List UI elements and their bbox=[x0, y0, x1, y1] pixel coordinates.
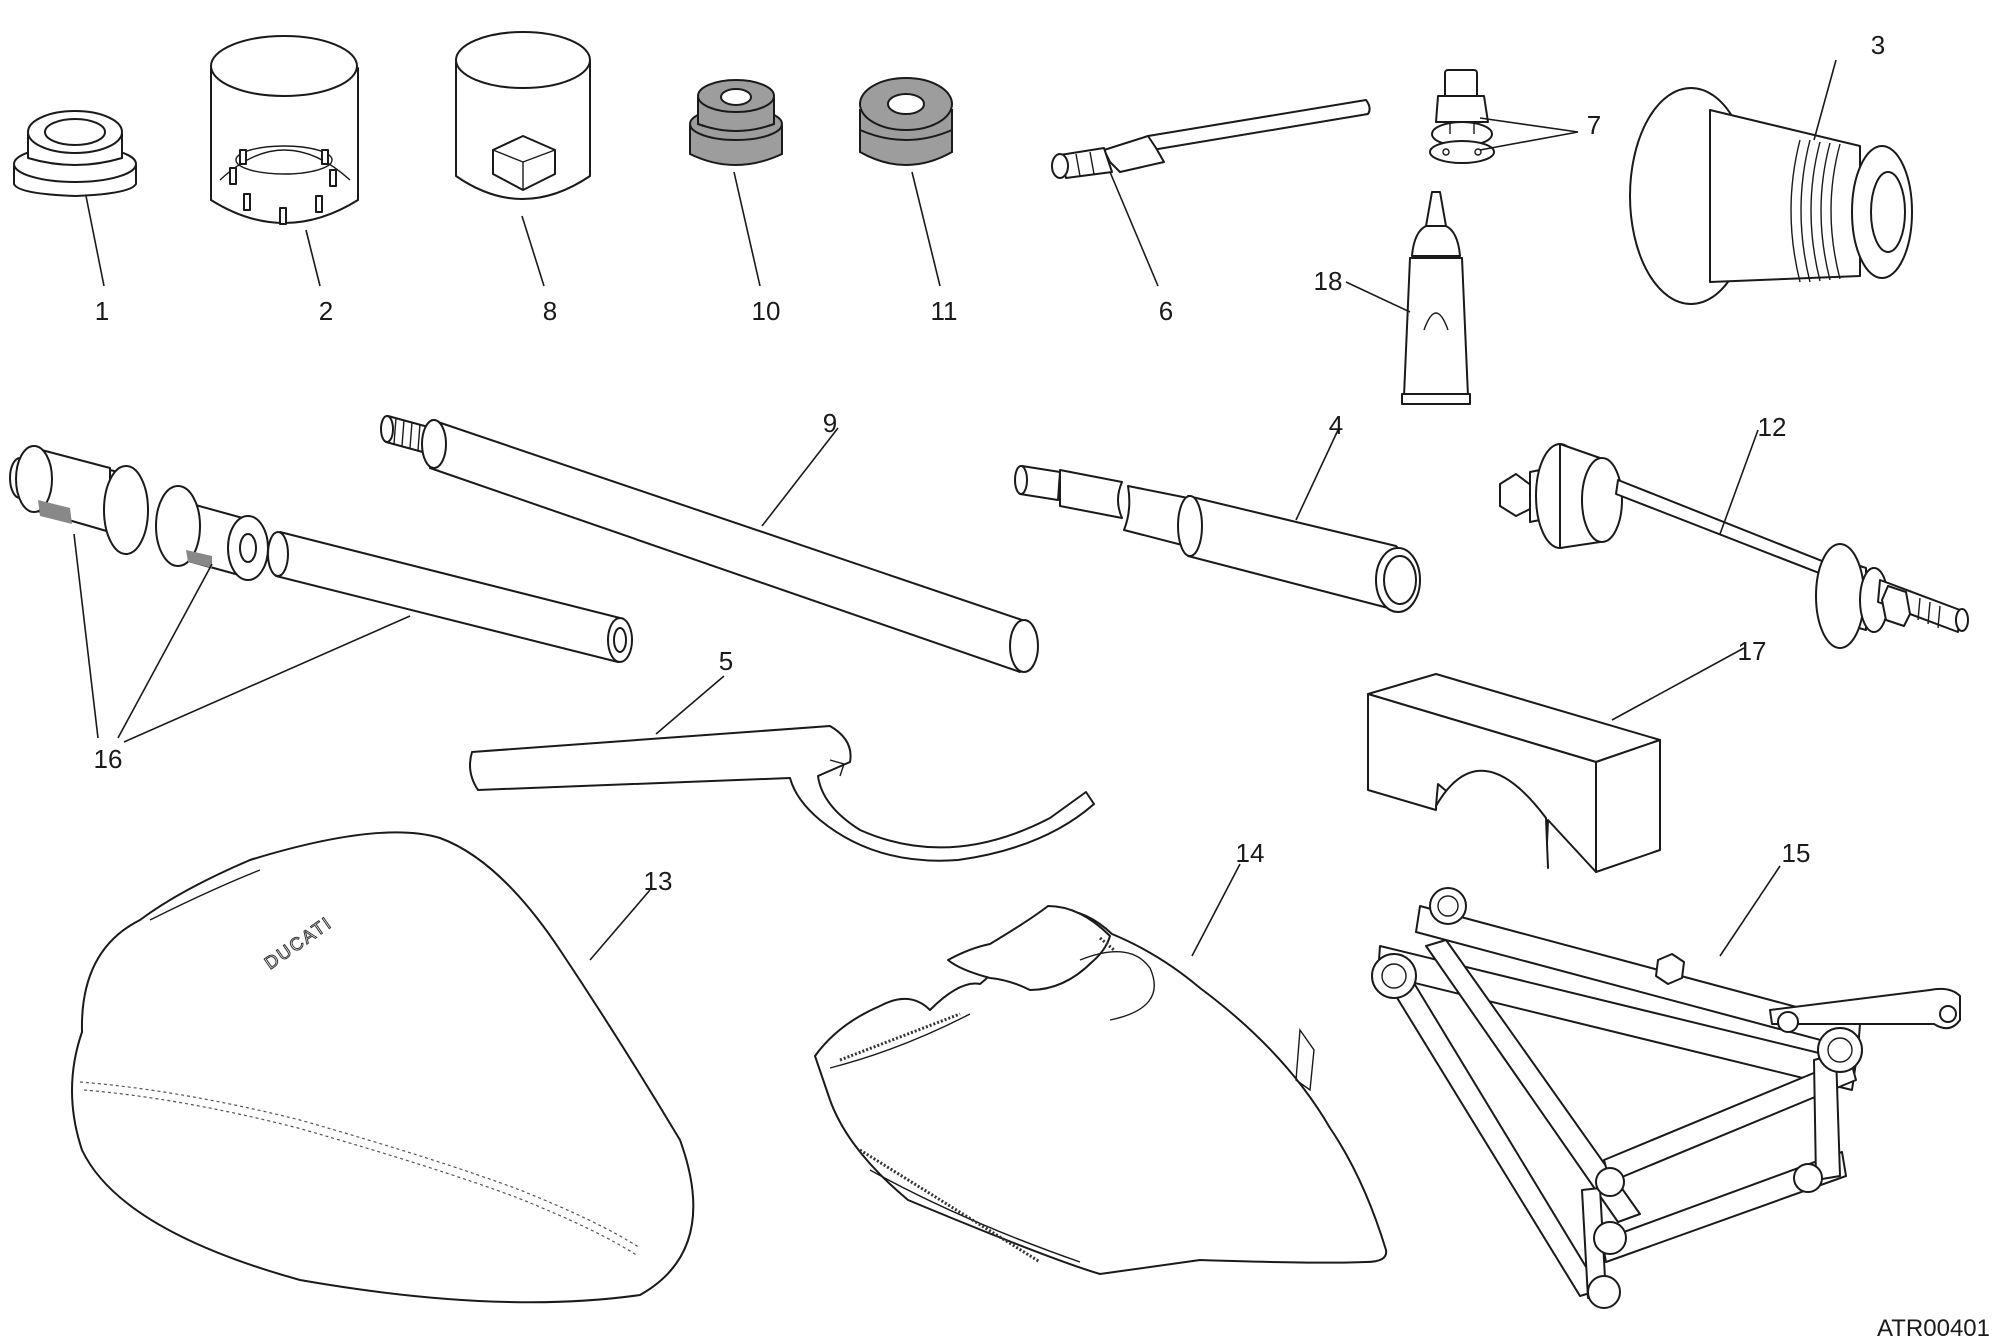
part-1-cap bbox=[13, 110, 137, 197]
callout-11: 11 bbox=[931, 296, 958, 326]
part-11-gray-bushing bbox=[859, 77, 953, 166]
callout-3: 3 bbox=[1871, 30, 1885, 60]
callout-17: 17 bbox=[1738, 636, 1767, 666]
part-3-flanged-sleeve bbox=[1629, 87, 1913, 305]
part-17-support-block bbox=[1367, 673, 1661, 873]
part-7-adapter bbox=[1429, 69, 1495, 164]
callout-14: 14 bbox=[1236, 838, 1265, 868]
callouts: 1 2 3 4 5 6 7 8 9 10 11 12 13 14 15 16 1… bbox=[94, 30, 1886, 896]
part-2-pin-socket bbox=[210, 35, 359, 225]
callout-4: 4 bbox=[1329, 410, 1343, 440]
callout-7: 7 bbox=[1587, 110, 1601, 140]
part-18-grease-tube bbox=[1401, 191, 1471, 405]
part-14-tank-cover bbox=[814, 905, 1388, 1275]
figure-code: ATR00401 bbox=[1877, 1315, 1990, 1342]
callout-16: 16 bbox=[94, 744, 123, 774]
part-16-bearing-driver-set bbox=[9, 445, 633, 663]
part-15-stand-frame bbox=[1371, 887, 1961, 1309]
callout-2: 2 bbox=[319, 296, 333, 326]
part-10-gray-bushing bbox=[689, 79, 783, 166]
part-8-hex-socket bbox=[455, 31, 591, 200]
callout-18: 18 bbox=[1314, 266, 1343, 296]
part-13-seat-cover: DUCATI bbox=[71, 831, 695, 1304]
callout-5: 5 bbox=[719, 646, 733, 676]
part-12-bearing-puller bbox=[1499, 443, 1969, 649]
callout-1: 1 bbox=[95, 296, 109, 326]
callout-8: 8 bbox=[543, 296, 557, 326]
callout-13: 13 bbox=[644, 866, 673, 896]
part-4-shaft-driver bbox=[1014, 465, 1421, 613]
callout-9: 9 bbox=[823, 408, 837, 438]
callout-10: 10 bbox=[752, 296, 781, 326]
callout-15: 15 bbox=[1782, 838, 1811, 868]
part-5-hook-wrench bbox=[469, 725, 1095, 862]
callout-12: 12 bbox=[1758, 412, 1787, 442]
part-6-threaded-rod bbox=[1051, 99, 1371, 179]
leader-lines bbox=[73, 59, 1837, 961]
callout-6: 6 bbox=[1159, 296, 1173, 326]
part-9-long-rod bbox=[380, 415, 1039, 673]
